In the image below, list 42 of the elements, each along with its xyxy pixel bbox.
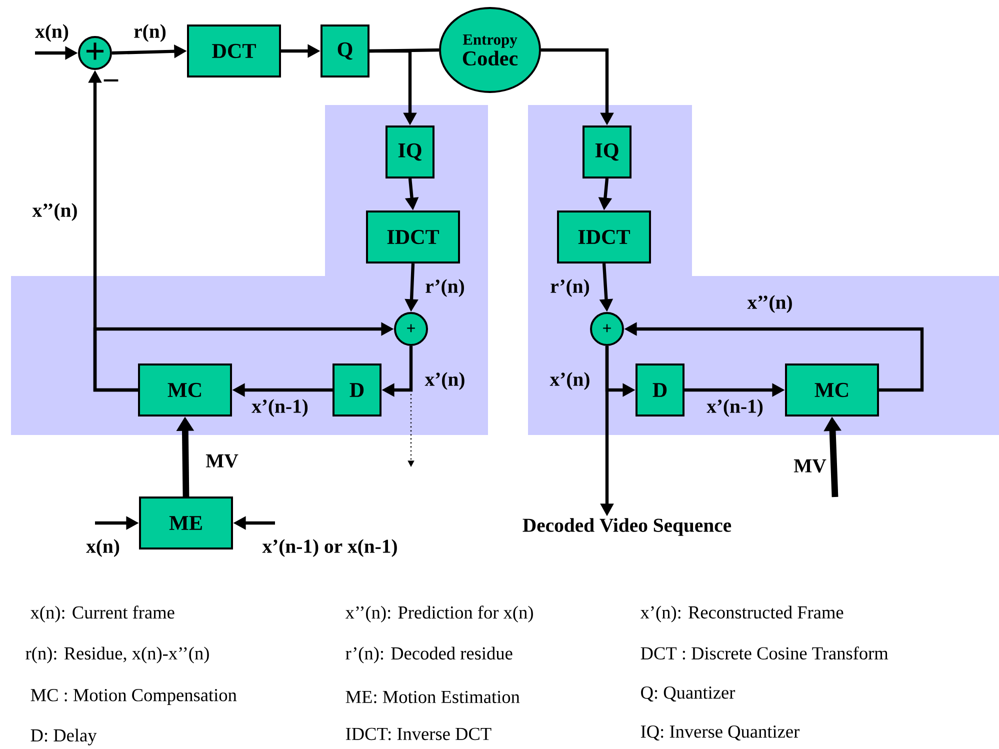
summing-junction: + xyxy=(590,312,624,346)
edge-label: MV xyxy=(206,454,238,468)
process-box: D xyxy=(636,364,684,416)
edge-label: MV xyxy=(794,459,826,473)
definition-text: Q: Quantizer xyxy=(641,686,736,702)
edge-label: x’(n-1) xyxy=(252,399,308,417)
process-box: IQ xyxy=(386,126,434,178)
edge-label: x’(n-1) or x(n-1) xyxy=(262,539,397,557)
edge-label: x’(n) xyxy=(550,372,590,390)
minus-sign: − xyxy=(104,79,118,82)
edge-label: x’’(n) xyxy=(32,203,77,221)
definition-text: x(n): Current frame xyxy=(30,606,174,622)
definition-text: MC : Motion Compensation xyxy=(30,689,237,705)
edge-label: r(n) xyxy=(134,24,166,42)
summing-junction: + xyxy=(78,36,112,70)
output-label: Decoded Video Sequence xyxy=(522,518,732,536)
edge-label: r’(n) xyxy=(426,279,464,297)
summing-junction: + xyxy=(394,312,428,346)
edge-label: x’(n-1) xyxy=(706,399,763,417)
definition-text: r(n): Residue, x(n)-x’’(n) xyxy=(26,646,209,664)
process-box: IDCT xyxy=(557,210,651,264)
definition-text: IQ: Inverse Quantizer xyxy=(640,725,800,741)
definition-text: IDCT: Inverse DCT xyxy=(346,728,492,740)
edge-label: x’’(n) xyxy=(747,295,792,313)
definition-text: D: Delay xyxy=(30,728,97,746)
edge-label: r’(n) xyxy=(550,279,589,297)
definition-text: x’’(n): Prediction for x(n) xyxy=(345,606,533,622)
definition-text: ME: Motion Estimation xyxy=(346,690,520,704)
process-box: D xyxy=(332,364,382,416)
process-box: Q xyxy=(320,24,370,78)
process-box: IDCT xyxy=(366,210,460,264)
process-box: DCT xyxy=(187,24,281,78)
edge-label: x(n) xyxy=(35,24,68,42)
definition-text: r’(n): Decoded residue xyxy=(346,646,512,664)
edge-label: x(n) xyxy=(86,539,120,557)
process-box: MC xyxy=(138,364,232,416)
process-box: ME xyxy=(139,496,233,550)
definition-text: DCT : Discrete Cosine Transform xyxy=(640,646,888,660)
process-box: IQ xyxy=(582,126,632,178)
edge-label: x’(n) xyxy=(424,372,464,390)
process-box: MC xyxy=(785,364,879,416)
definition-text: x’(n): Reconstructed Frame xyxy=(640,606,844,622)
